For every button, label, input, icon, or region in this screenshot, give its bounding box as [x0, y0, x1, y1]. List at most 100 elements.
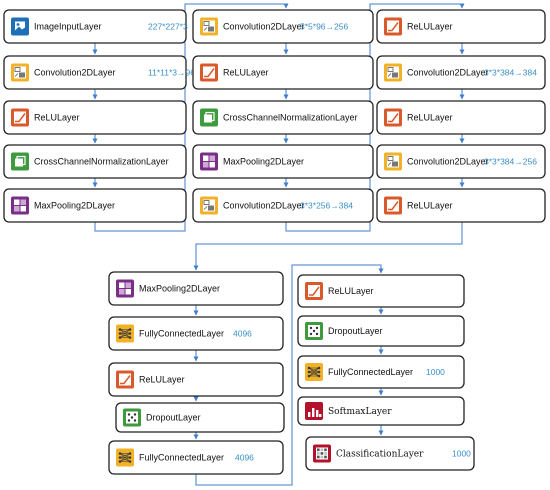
fully-connected-icon	[305, 363, 323, 381]
convolution-icon	[384, 152, 402, 171]
connector-arrow-20	[195, 264, 384, 486]
max-pooling-icon	[116, 279, 134, 298]
relu-icon	[200, 63, 218, 82]
layer-box	[297, 315, 465, 347]
layer-box	[297, 355, 465, 389]
layer-parameters: 4096	[233, 329, 252, 339]
layer-box	[305, 436, 475, 471]
layer-parameters: 4096	[235, 453, 254, 463]
layer-node-20[interactable]: FullyConnectedLayer 4096	[108, 440, 284, 475]
layer-node-15[interactable]: ReLULayer	[376, 188, 546, 223]
connector-arrow-15	[193, 222, 463, 271]
layer-label: MaxPooling2DLayer	[139, 284, 220, 294]
layer-box	[3, 100, 187, 135]
layer-box	[192, 55, 374, 90]
layer-node-11[interactable]: ReLULayer	[376, 9, 546, 44]
layer-label: ReLULayer	[34, 113, 80, 123]
fully-connected-icon	[116, 448, 134, 467]
layer-node-4[interactable]: CrossChannelNormalizationLayer	[3, 144, 187, 179]
layer-label: ImageInputLayer	[34, 22, 102, 32]
layer-parameters: 227*227*3	[148, 22, 188, 32]
layer-node-17[interactable]: FullyConnectedLayer 4096	[108, 316, 284, 351]
layer-label: MaxPooling2DLayer	[223, 157, 304, 167]
layer-label: FullyConnectedLayer	[139, 453, 224, 463]
layer-node-19[interactable]: DropoutLayer	[115, 402, 285, 433]
layer-parameters: 3*3*384→256	[484, 157, 537, 167]
fully-connected-icon	[116, 324, 134, 343]
layer-box	[376, 100, 546, 135]
layer-box	[192, 144, 374, 179]
layer-label: MaxPooling2DLayer	[34, 201, 115, 211]
layer-box	[3, 9, 187, 44]
layer-node-2[interactable]: Convolution2DLayer 11*11*3→96	[3, 55, 195, 90]
layer-box	[192, 100, 374, 135]
layer-label: Convolution2DLayer	[407, 68, 489, 78]
layer-label: Convolution2DLayer	[407, 157, 489, 167]
layer-box	[3, 55, 187, 90]
max-pooling-icon	[200, 152, 218, 171]
layer-node-24[interactable]: SoftmaxLayer	[297, 396, 465, 426]
layer-box	[108, 440, 284, 475]
layer-parameters: 3*3*256→384	[300, 201, 353, 211]
layer-node-18[interactable]: ReLULayer	[108, 362, 284, 397]
layer-box	[297, 396, 465, 426]
dropout-icon	[123, 408, 141, 427]
layer-box	[376, 144, 546, 179]
layer-node-13[interactable]: ReLULayer	[376, 100, 546, 135]
relu-icon	[384, 108, 402, 127]
relu-icon	[384, 17, 402, 36]
layer-node-23[interactable]: FullyConnectedLayer 1000	[297, 355, 465, 389]
layer-label: DropoutLayer	[146, 413, 201, 423]
relu-icon	[116, 370, 134, 389]
layer-box	[108, 316, 284, 351]
layer-node-3[interactable]: ReLULayer	[3, 100, 187, 135]
image-input-icon	[11, 17, 29, 36]
layer-box	[192, 9, 374, 44]
layer-label: CrossChannelNormalizationLayer	[223, 113, 358, 123]
layer-box	[115, 402, 285, 433]
layer-node-9[interactable]: MaxPooling2DLayer	[192, 144, 374, 179]
layer-box	[376, 9, 546, 44]
layer-label: ReLULayer	[139, 375, 185, 385]
relu-icon	[305, 282, 323, 300]
dropout-icon	[305, 322, 323, 340]
layer-label: FullyConnectedLayer	[328, 367, 413, 377]
layer-parameters: 1000	[426, 367, 445, 377]
layer-label: ReLULayer	[407, 201, 453, 211]
layer-parameters: 5*5*96→256	[300, 22, 348, 32]
normalization-icon	[200, 108, 218, 127]
layer-box	[376, 188, 546, 223]
layer-label: ReLULayer	[407, 22, 453, 32]
layer-label: SoftmaxLayer	[328, 407, 392, 417]
layer-node-1[interactable]: ImageInputLayer 227*227*3	[3, 9, 188, 44]
layer-node-8[interactable]: CrossChannelNormalizationLayer	[192, 100, 374, 135]
layer-node-22[interactable]: DropoutLayer	[297, 315, 465, 347]
layer-node-5[interactable]: MaxPooling2DLayer	[3, 188, 187, 223]
layer-box	[108, 271, 284, 306]
layer-label: Convolution2DLayer	[34, 68, 116, 78]
layer-box	[192, 188, 374, 223]
convolution-icon	[384, 63, 402, 82]
layer-parameters: 1000	[452, 449, 471, 459]
convolution-icon	[200, 17, 218, 36]
layer-label: Convolution2DLayer	[223, 22, 305, 32]
layer-label: FullyConnectedLayer	[139, 329, 224, 339]
layer-node-21[interactable]: ReLULayer	[297, 274, 465, 308]
layer-parameters: 11*11*3→96	[148, 68, 195, 78]
layer-box	[376, 55, 546, 90]
convolution-icon	[11, 63, 29, 82]
layer-box	[108, 362, 284, 397]
layer-label: ReLULayer	[407, 113, 453, 123]
layer-node-7[interactable]: ReLULayer	[192, 55, 374, 90]
layer-label: ReLULayer	[223, 68, 269, 78]
layer-node-16[interactable]: MaxPooling2DLayer	[108, 271, 284, 306]
layer-label: CrossChannelNormalizationLayer	[34, 157, 169, 167]
relu-icon	[384, 196, 402, 215]
